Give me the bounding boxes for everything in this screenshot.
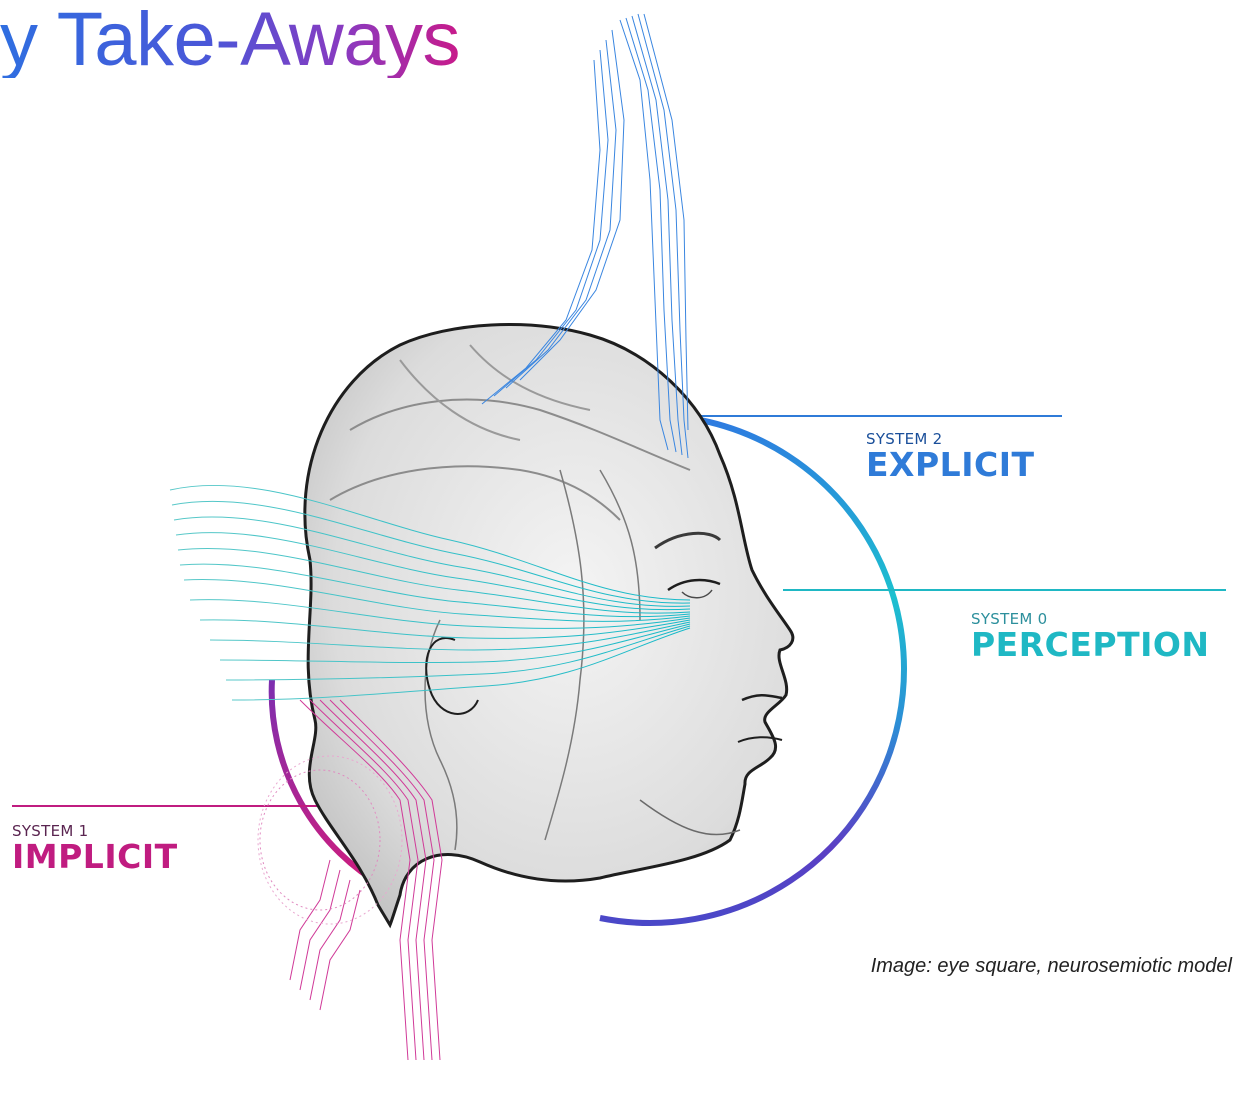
head-illustration <box>305 325 793 925</box>
system2-big-label: EXPLICIT <box>866 448 1034 481</box>
system0-label: SYSTEM 0 PERCEPTION <box>971 612 1210 661</box>
system0-big-label: PERCEPTION <box>971 628 1210 661</box>
slide-title: y Take-Aways <box>0 2 460 78</box>
system1-label: SYSTEM 1 IMPLICIT <box>12 824 178 873</box>
system1-big-label: IMPLICIT <box>12 840 178 873</box>
system2-label: SYSTEM 2 EXPLICIT <box>866 432 1034 481</box>
image-caption: Image: eye square, neurosemiotic model <box>726 955 1232 978</box>
